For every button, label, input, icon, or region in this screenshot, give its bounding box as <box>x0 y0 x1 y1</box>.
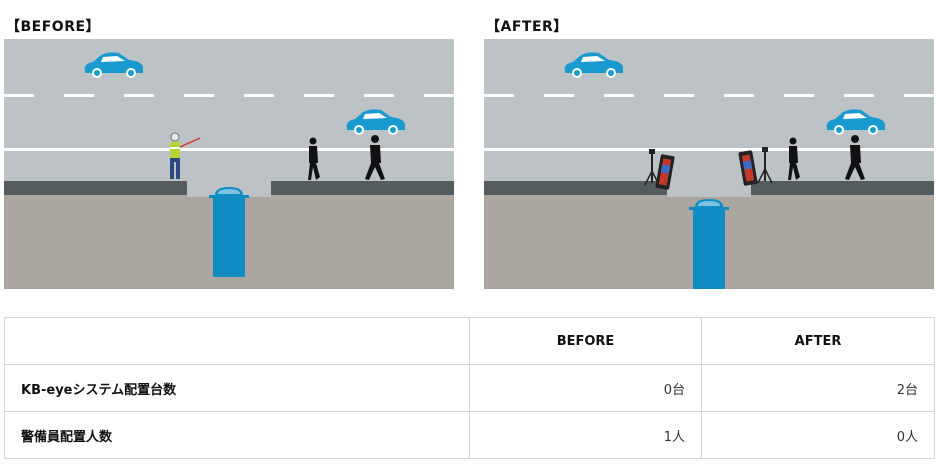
car-icon <box>84 52 143 78</box>
truck-icon <box>689 199 729 289</box>
pedestrian-icon <box>365 135 385 180</box>
pedestrian-icon <box>308 137 320 180</box>
curb-left <box>484 181 667 195</box>
after-label: 【AFTER】 <box>486 19 568 35</box>
before-label: 【BEFORE】 <box>6 19 101 35</box>
curb-left <box>4 181 187 195</box>
cell-after-guard-count: 0人 <box>701 411 935 459</box>
kb-eye-signboard-icon <box>644 149 675 190</box>
before-scene <box>4 39 454 289</box>
traffic-guard-icon <box>170 132 201 179</box>
cell-before-guard-count: 1人 <box>469 411 702 459</box>
curb-right <box>751 181 934 195</box>
car-icon <box>346 109 405 135</box>
kb-eye-signboard-icon <box>738 147 773 186</box>
lane-solid-line <box>4 148 454 151</box>
lane-solid-line <box>484 148 934 151</box>
row-label-guard-count: 警備員配置人数 <box>4 411 470 459</box>
table-header-before: BEFORE <box>469 317 702 365</box>
pedestrian-icon <box>788 137 800 180</box>
car-icon <box>564 52 623 78</box>
lane-dashed-line <box>484 94 934 97</box>
cell-before-kb-eye-count: 0台 <box>469 364 702 412</box>
cell-after-kb-eye-count: 2台 <box>701 364 935 412</box>
table-row: 警備員配置人数 1人 0人 <box>4 411 935 459</box>
curb-right <box>271 181 454 195</box>
lane-dashed-line <box>4 94 454 97</box>
table-row: KB-eyeシステム配置台数 0台 2台 <box>4 364 935 412</box>
table-header-empty <box>4 317 470 365</box>
after-scene <box>484 39 934 289</box>
row-label-kb-eye-count: KB-eyeシステム配置台数 <box>4 364 470 412</box>
truck-icon <box>209 187 249 277</box>
pedestrian-icon <box>845 135 865 180</box>
car-icon <box>826 109 885 135</box>
table-header-after: AFTER <box>701 317 935 365</box>
comparison-table: BEFORE AFTER KB-eyeシステム配置台数 0台 2台 警備員配置人… <box>4 317 935 459</box>
table-header-row: BEFORE AFTER <box>4 317 935 365</box>
